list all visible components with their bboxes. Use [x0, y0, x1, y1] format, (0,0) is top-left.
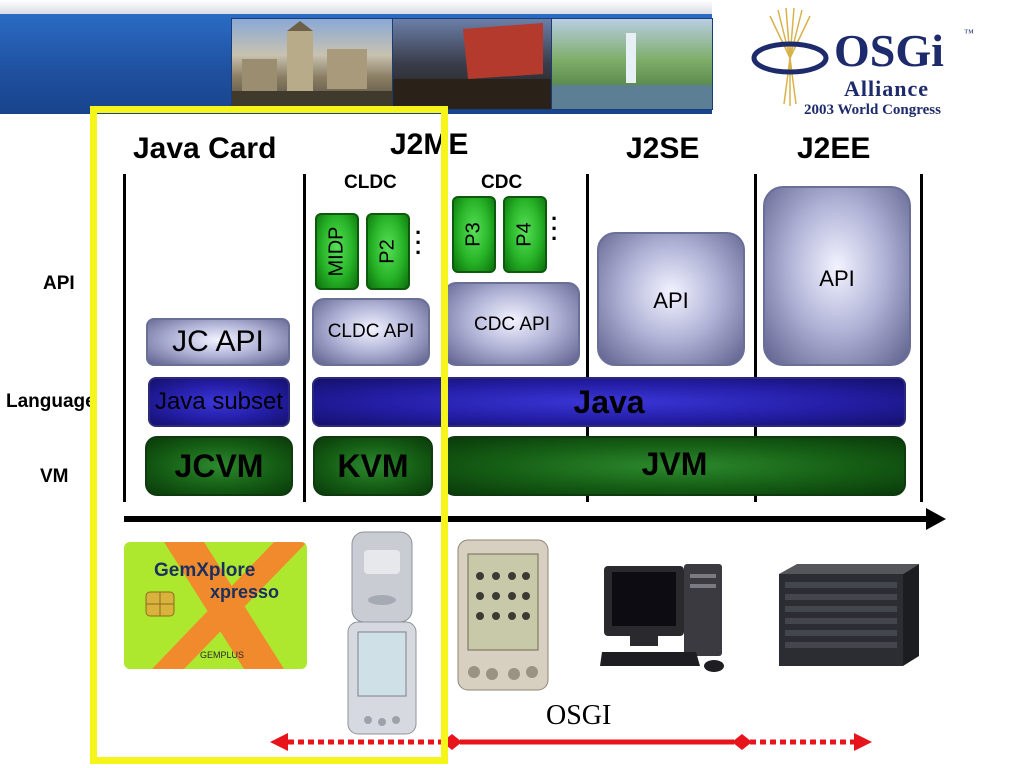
profile-p4-label: P4: [513, 222, 536, 247]
row-label-vm: VM: [40, 466, 69, 487]
profile-p3-label: P3: [462, 222, 485, 247]
flip-phone-image: [346, 530, 418, 738]
column-divider: [754, 174, 757, 502]
logo-tm: ™: [964, 28, 974, 39]
more-profiles-dots: ···: [551, 206, 559, 251]
cldc-api-box: CLDC API: [312, 298, 430, 366]
cdc-api-box: CDC API: [444, 282, 580, 366]
logo-sunburst-icon: [751, 7, 829, 106]
city-photo: [231, 18, 393, 110]
logo-name: OSGi: [834, 25, 944, 76]
jc-api-label: JC API: [172, 325, 264, 358]
jvm-label: JVM: [641, 446, 708, 482]
java-card-title: Java Card: [133, 132, 277, 165]
jvm-box: JVM: [443, 436, 906, 496]
column-divider: [303, 174, 306, 502]
smart-card-image: GemXplore xpresso GEMPLUS: [124, 542, 307, 669]
osgi-logo: OSGi ™ Alliance 2003 World Congress: [748, 6, 978, 124]
cdc-api-label: CDC API: [473, 314, 551, 335]
j2me-title: J2ME: [390, 128, 469, 161]
row-label-language: Language: [6, 391, 96, 412]
logo-alliance: Alliance: [844, 76, 929, 101]
osgi-range-arrow: [270, 733, 872, 751]
j2ee-title: J2EE: [797, 132, 871, 165]
more-profiles-dots: ···: [415, 220, 423, 265]
j2se-title: J2SE: [626, 132, 700, 165]
profile-p2: P2: [366, 213, 410, 290]
server-image: [779, 564, 919, 668]
row-label-api: API: [43, 273, 75, 294]
crowd-photo: [392, 18, 552, 110]
j2ee-api-label: API: [819, 266, 855, 291]
column-divider: [123, 174, 126, 502]
card-maker: GEMPLUS: [200, 650, 245, 660]
card-brand-line2: xpresso: [210, 582, 280, 602]
column-divider: [586, 174, 589, 502]
profile-p3: P3: [452, 196, 496, 273]
j2se-api-label: API: [653, 288, 689, 313]
jc-api-box: JC API: [146, 318, 290, 366]
scale-arrow: [124, 508, 946, 530]
jcvm-label: JCVM: [174, 447, 264, 484]
kvm-box: KVM: [313, 436, 433, 496]
osgi-label: OSGI: [546, 700, 612, 731]
cdc-subtitle: CDC: [481, 172, 523, 193]
profile-p4: P4: [503, 196, 547, 273]
java-label: Java: [573, 383, 645, 420]
logo-congress: 2003 World Congress: [804, 102, 941, 118]
fountain-photo: [551, 18, 713, 110]
desktop-pc-image: [600, 562, 732, 674]
cldc-api-label: CLDC API: [327, 321, 415, 342]
profile-midp: MIDP: [315, 213, 359, 290]
header-fade: [0, 0, 712, 14]
cldc-subtitle: CLDC: [344, 172, 397, 193]
card-brand-line1: GemXplore: [154, 560, 256, 581]
java-subset-box: Java subset: [148, 377, 290, 427]
j2ee-api-box: API: [763, 186, 911, 366]
j2se-api-box: API: [597, 232, 745, 366]
highlight-frame: [90, 106, 448, 764]
java-box: Java: [312, 377, 906, 427]
pda-image: [456, 536, 550, 692]
kvm-label: KVM: [337, 447, 409, 484]
jcvm-box: JCVM: [145, 436, 293, 496]
column-divider: [920, 174, 923, 502]
java-subset-label: Java subset: [154, 388, 284, 415]
